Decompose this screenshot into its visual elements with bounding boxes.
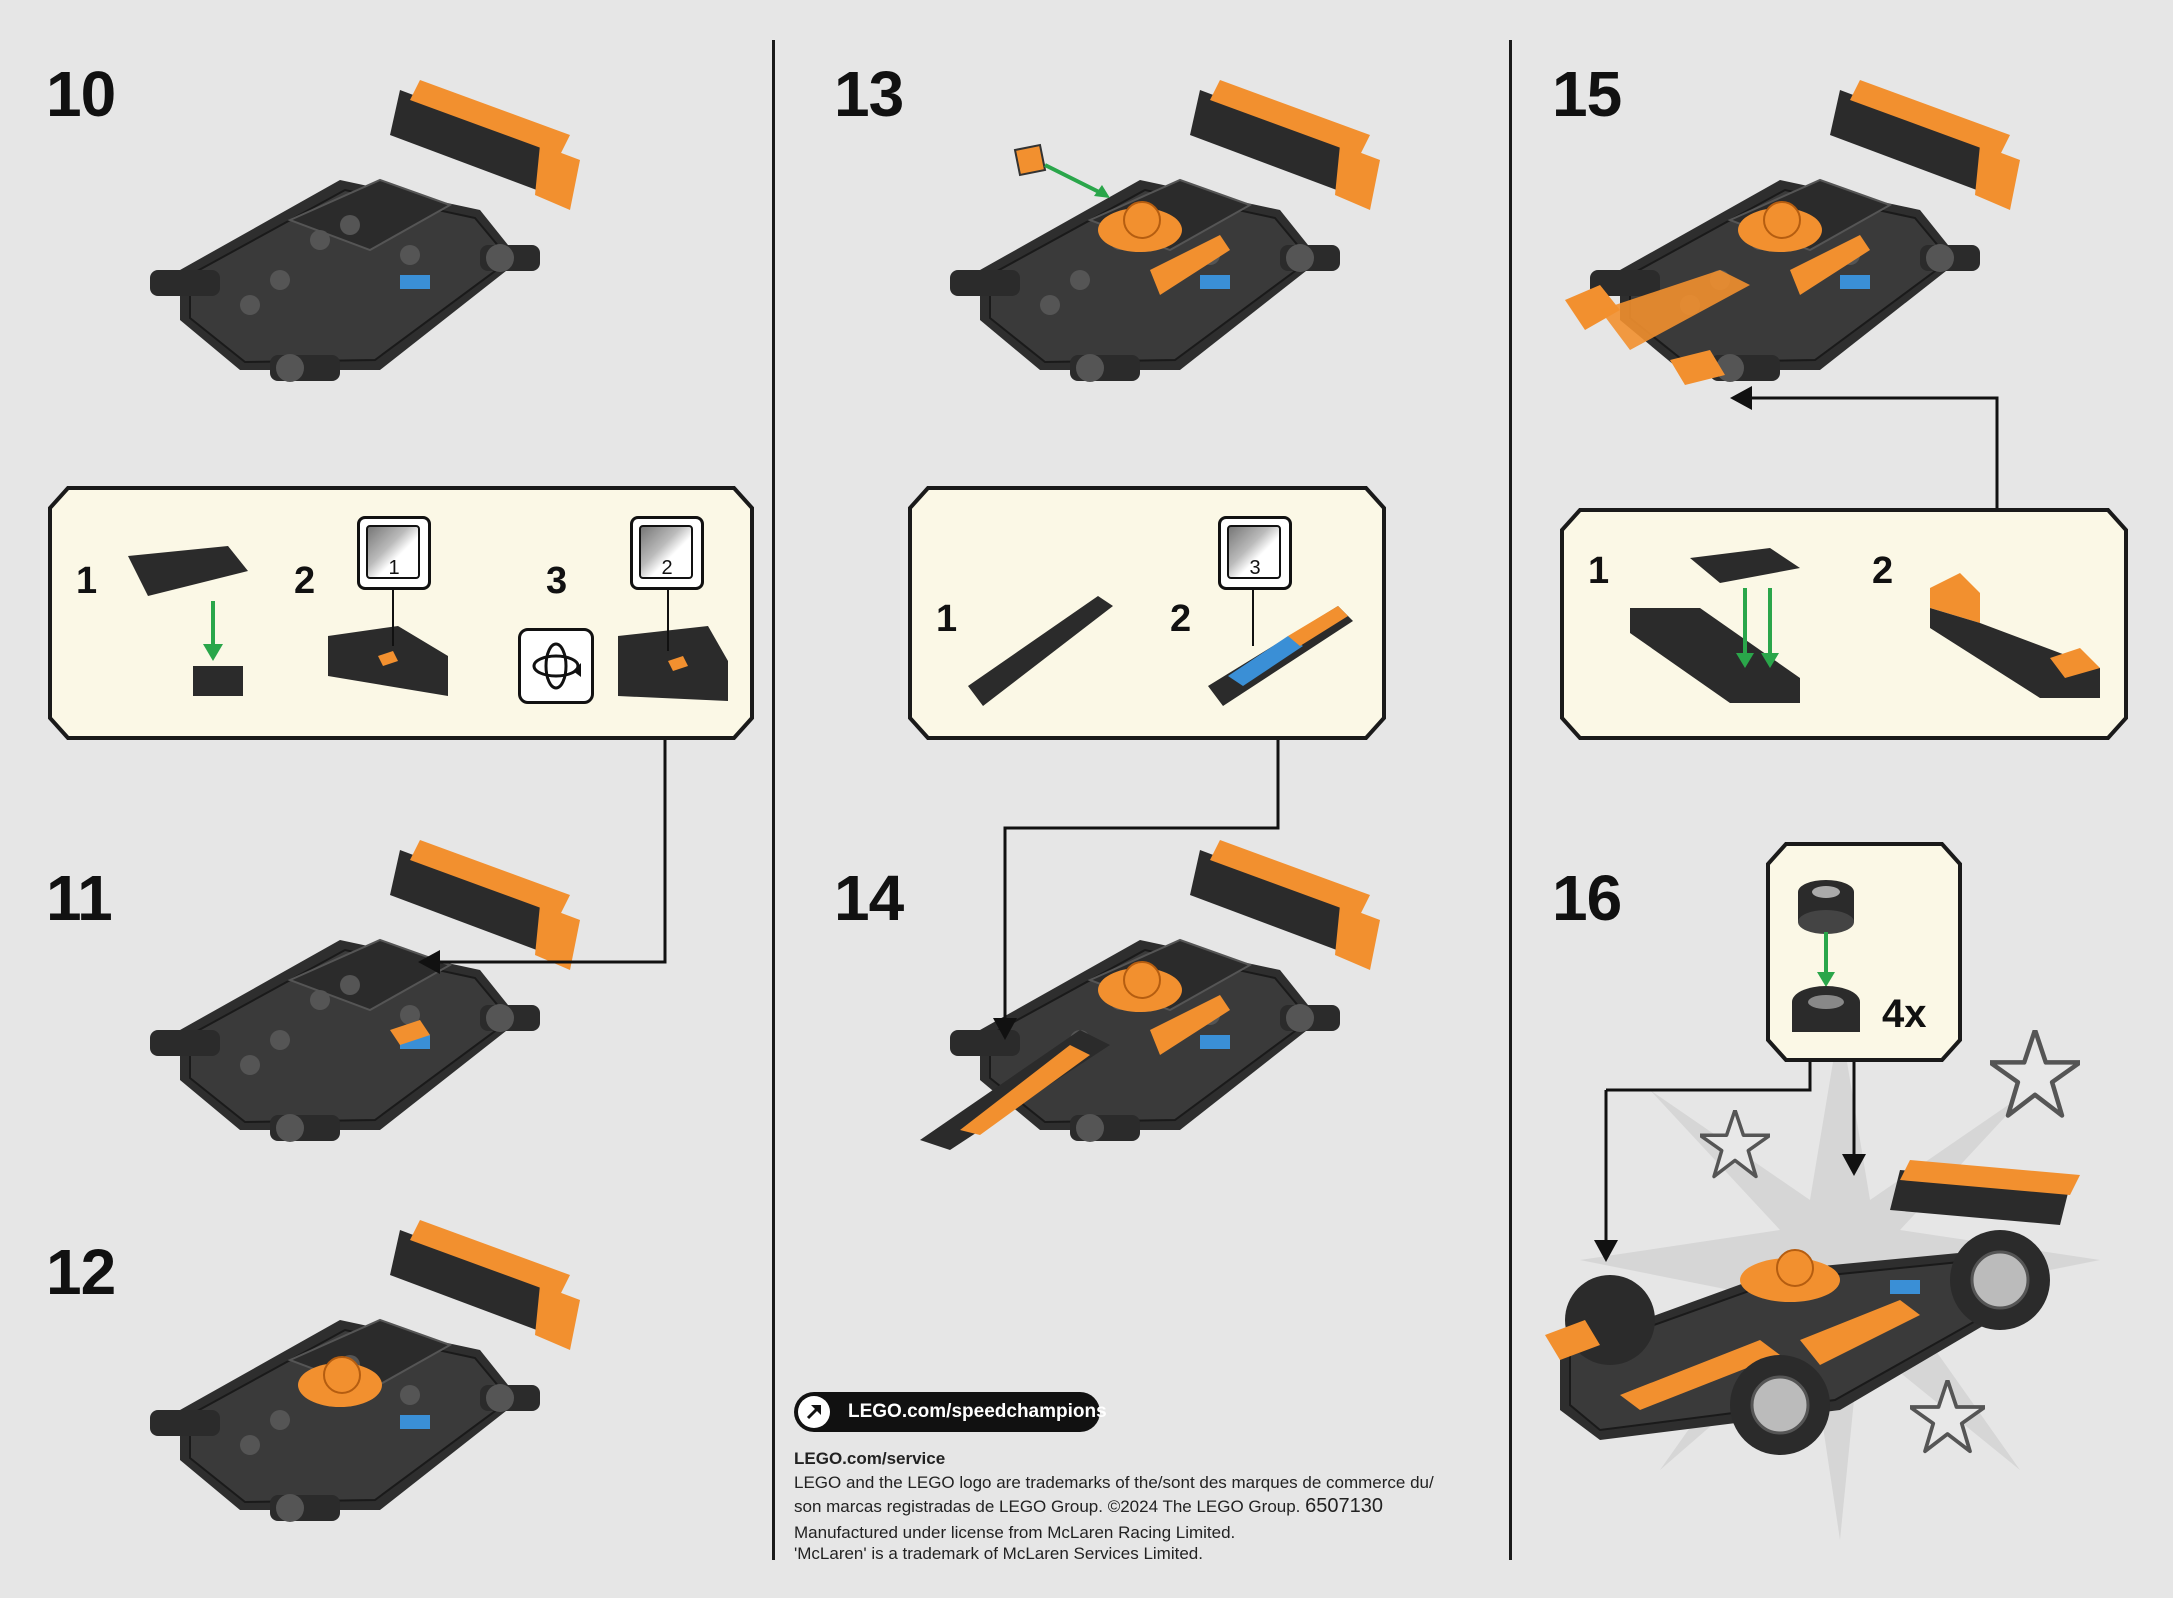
step-number-16: 16	[1552, 862, 1622, 934]
legal-line-2: son marcas registradas de LEGO Group. ©2…	[794, 1496, 1383, 1516]
step-16-model	[1545, 1160, 2080, 1455]
callout-10-sub-2: 2	[294, 560, 316, 602]
legal-line-3: Manufactured under license from McLaren …	[794, 1523, 1236, 1542]
sticker-icon: 1	[357, 516, 431, 590]
step-14-model	[920, 839, 1381, 1150]
step-number-10: 10	[46, 58, 116, 130]
legal-line-2-text: son marcas registradas de LEGO Group. ©2…	[794, 1497, 1301, 1516]
callout-13-sub-2: 2	[1170, 598, 1192, 640]
service-link[interactable]: LEGO.com/service	[794, 1449, 946, 1468]
callout-step-13	[908, 486, 1386, 740]
step-15-model	[1565, 79, 2021, 385]
callout-15-sub-2: 2	[1872, 550, 1894, 592]
column-divider-right	[1509, 40, 1512, 1560]
step-11-model	[149, 839, 581, 1143]
arrow-link-icon	[798, 1396, 830, 1428]
step-number-13: 13	[834, 58, 904, 130]
step-number-14: 14	[834, 862, 904, 934]
legal-line-1: LEGO and the LEGO logo are trademarks of…	[794, 1473, 1434, 1492]
step-number-15: 15	[1552, 58, 1622, 130]
sticker-icon: 2	[630, 516, 704, 590]
step-13-part	[1013, 143, 1110, 198]
legal-line-4: 'McLaren' is a trademark of McLaren Serv…	[794, 1544, 1203, 1563]
step-12-model	[149, 1219, 581, 1523]
step-number-11: 11	[46, 862, 113, 934]
step-number-12: 12	[46, 1236, 116, 1308]
speedchampions-link-label: LEGO.com/speedchampions	[848, 1401, 1107, 1422]
step-13-model	[949, 79, 1381, 383]
callout-13-sub-1: 1	[936, 598, 958, 640]
callout-15-sub-1: 1	[1588, 550, 1610, 592]
wheel-quantity: 4x	[1882, 992, 1927, 1036]
rotate-model-icon	[518, 628, 594, 704]
sticker-icon: 3	[1218, 516, 1292, 590]
callout-10-sub-3: 3	[546, 560, 568, 602]
callout-10-sub-1: 1	[76, 560, 98, 602]
speedchampions-link[interactable]: LEGO.com/speedchampions	[794, 1392, 1107, 1432]
product-code: 6507130	[1305, 1495, 1384, 1517]
column-divider-left	[772, 40, 775, 1560]
callout-step-15	[1560, 508, 2128, 740]
callout-step-16	[1766, 842, 1962, 1062]
